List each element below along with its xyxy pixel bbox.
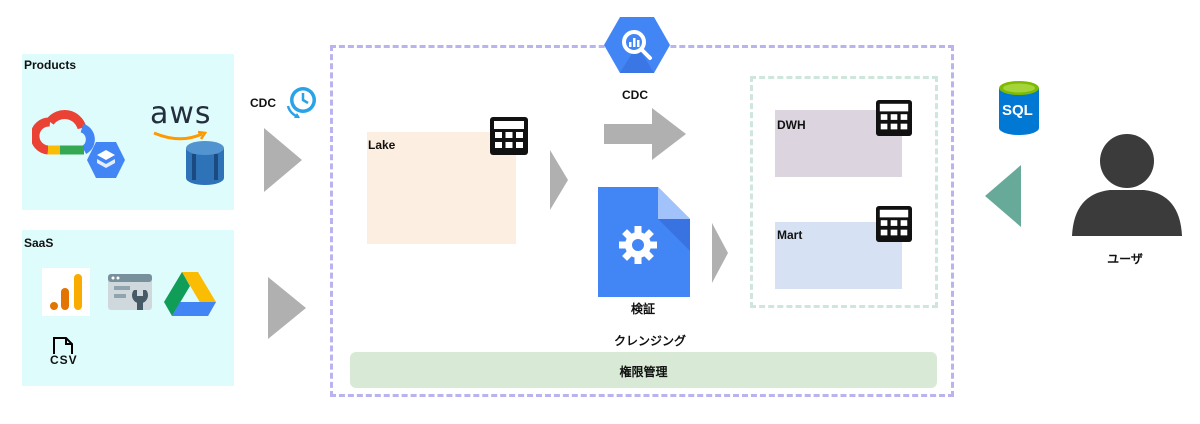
datastore-hexagon-icon bbox=[87, 142, 125, 178]
products-title: Products bbox=[24, 58, 77, 72]
dwh-table-icon bbox=[876, 100, 912, 136]
google-cloud-icon bbox=[32, 110, 95, 155]
lake-table-icon bbox=[490, 117, 528, 155]
aws-smile-icon bbox=[153, 130, 208, 141]
dwh-mart-group bbox=[750, 76, 938, 308]
validation-label: 検証 bbox=[631, 302, 656, 316]
access-control-label: 権限管理 bbox=[619, 365, 668, 379]
validation-to-mart-arrow bbox=[712, 223, 728, 283]
user-query-arrow bbox=[985, 165, 1021, 227]
aws-logo-text: aws bbox=[150, 96, 212, 131]
ingest-arrow-products bbox=[264, 128, 302, 192]
dwh-label: DWH bbox=[777, 118, 806, 132]
access-control-bar bbox=[350, 352, 937, 388]
products-panel: Products aws bbox=[22, 54, 234, 210]
user-avatar-icon bbox=[1072, 134, 1182, 236]
ingest-cdc-label: CDC bbox=[250, 96, 276, 110]
mart-label: Mart bbox=[777, 228, 803, 242]
saas-panel: SaaS CSV bbox=[22, 230, 234, 386]
bigquery-icon bbox=[604, 17, 670, 73]
cdc-clock-icon bbox=[286, 87, 316, 119]
validation-document-icon bbox=[598, 187, 690, 297]
lake-label: Lake bbox=[368, 138, 396, 152]
ingest-arrow-saas bbox=[268, 277, 306, 339]
cdc-transfer-arrow bbox=[604, 108, 686, 160]
mart-table-icon bbox=[876, 206, 912, 242]
saas-title: SaaS bbox=[24, 236, 54, 250]
sql-database-icon bbox=[999, 81, 1039, 135]
cleansing-label: クレンジング bbox=[613, 334, 686, 348]
google-drive-icon bbox=[164, 272, 216, 316]
csv-label: CSV bbox=[50, 353, 78, 367]
aws-rds-icon bbox=[186, 141, 224, 185]
user-label: ユーザ bbox=[1107, 252, 1143, 266]
google-analytics-icon bbox=[42, 268, 90, 316]
sql-text: SQL bbox=[1002, 102, 1033, 119]
csv-file-icon bbox=[53, 337, 73, 354]
lake-to-validation-arrow bbox=[550, 150, 568, 210]
transfer-cdc-label: CDC bbox=[622, 88, 648, 102]
search-console-icon bbox=[108, 274, 152, 310]
